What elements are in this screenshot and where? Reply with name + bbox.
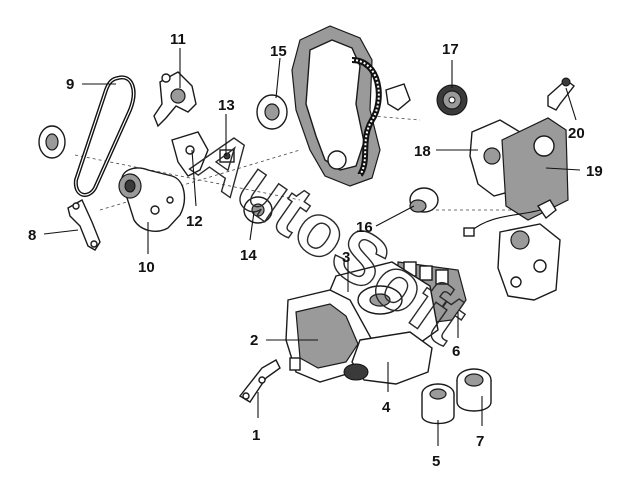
sensor-wire: [463, 199, 557, 237]
part-14-pulley: [243, 196, 273, 224]
part-17-gear: [436, 84, 468, 116]
callout-4: 4: [382, 399, 391, 416]
part-12-bracket: [171, 131, 209, 177]
callout-8: 8: [28, 227, 36, 244]
callout-13: 13: [218, 97, 235, 114]
oil-pump-body: [497, 223, 561, 301]
small-bracket-top: [385, 83, 411, 111]
callout-11: 11: [170, 31, 186, 48]
callout-6: 6: [452, 343, 460, 360]
part-8-bracket: [67, 199, 101, 251]
part-19-cover: [501, 117, 569, 221]
leader-lines: [43, 48, 581, 446]
callout-2: 2: [250, 332, 258, 349]
callout-18: 18: [414, 143, 431, 160]
idler-pulley-left: [38, 125, 66, 159]
part-10-water-pump: [118, 167, 186, 232]
part-20-sensor: [547, 77, 575, 111]
callout-3: 3: [342, 249, 350, 266]
part-5-cylinder: [421, 383, 455, 425]
callout-19: 19: [586, 163, 603, 180]
part-7-cylinder: [456, 368, 492, 412]
callout-20: 20: [568, 125, 585, 142]
part-16-cup: [409, 187, 439, 213]
callout-1: 1: [252, 427, 260, 444]
callout-10: 10: [138, 259, 155, 276]
part-4-lower-housing: [343, 331, 433, 385]
part-11-tensioner: [153, 71, 197, 128]
callout-15: 15: [270, 43, 287, 60]
callout-5: 5: [432, 453, 440, 470]
callout-17: 17: [442, 41, 459, 58]
callout-14: 14: [240, 247, 257, 264]
callout-9: 9: [66, 76, 74, 93]
part-2-oil-pan: [285, 289, 373, 383]
callout-12: 12: [186, 213, 203, 230]
part-9-belt: [73, 75, 136, 197]
callout-16: 16: [356, 219, 373, 236]
callout-7: 7: [476, 433, 484, 450]
callout-labels: 1 2 3 4 5 6 7 8 9 10 11 12 13 14 15 16 1…: [28, 31, 603, 470]
part-15-timing-cover: [256, 25, 382, 187]
part-1-strap: [238, 359, 281, 403]
